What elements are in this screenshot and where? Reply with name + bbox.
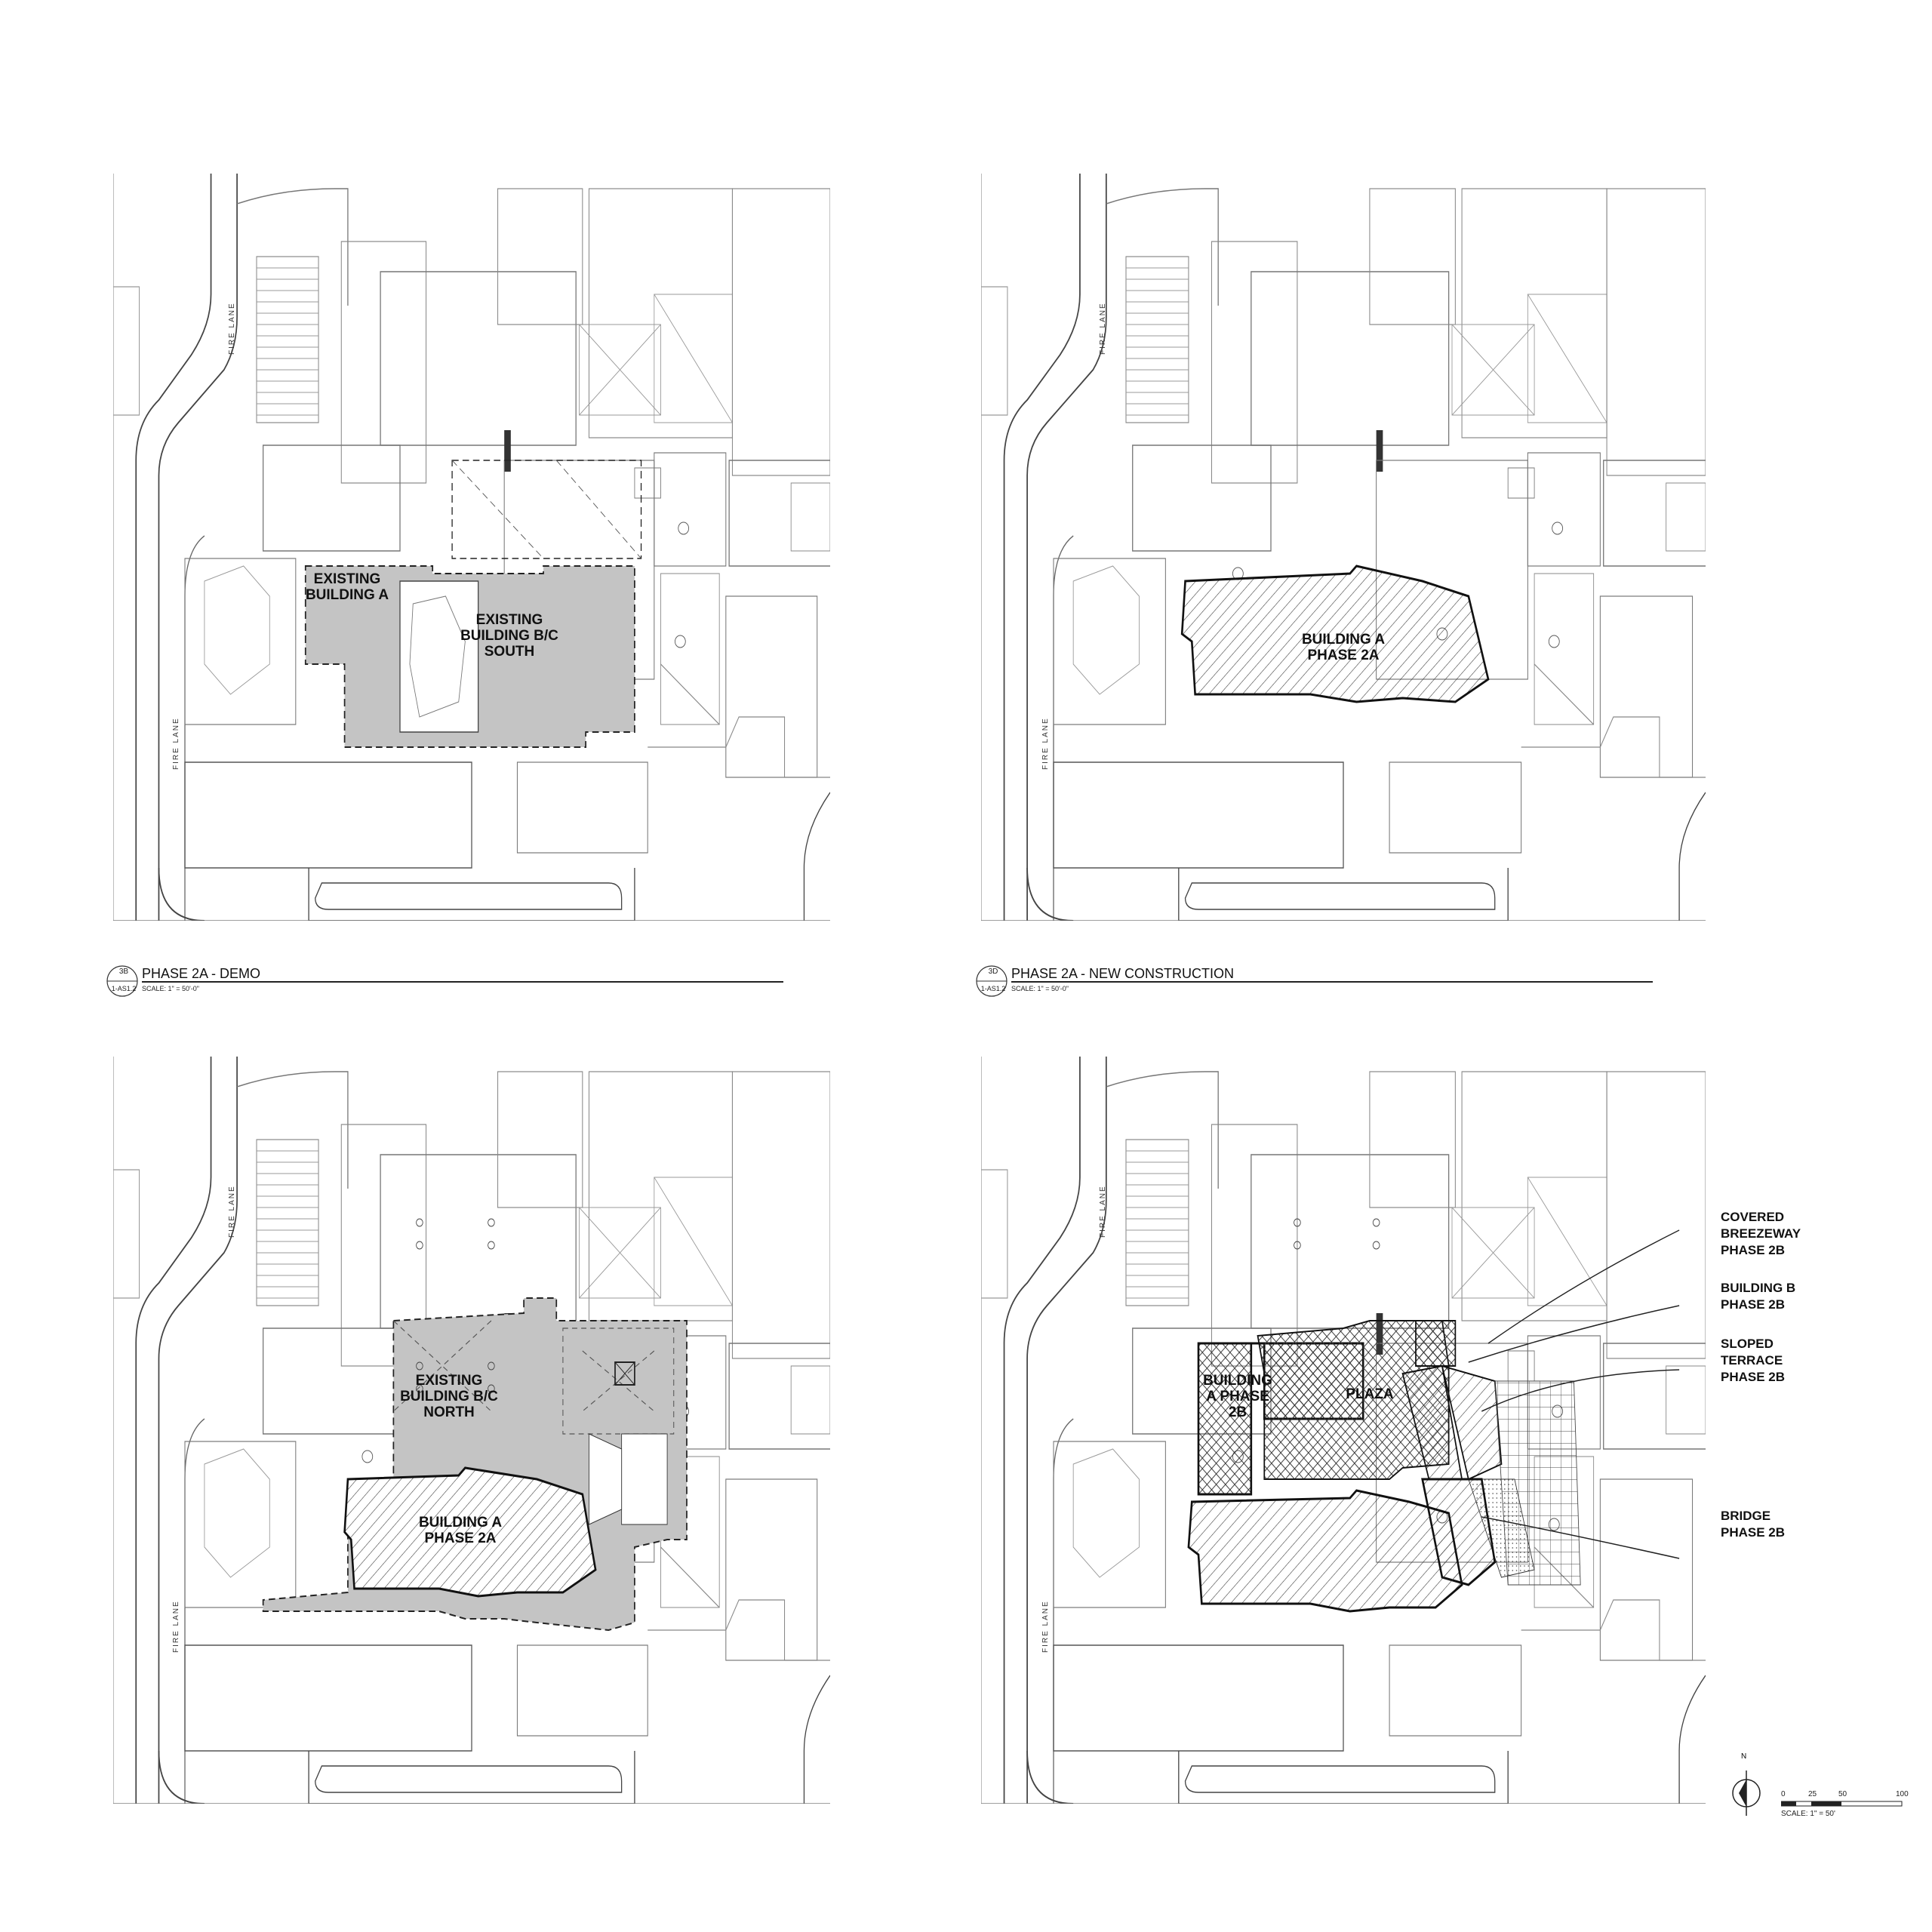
plan-phase-2b-demo: FIRE LANE FIRE LANE EXISTING BUILDING B/… [113,1057,830,1804]
plan-title: PHASE 2A - NEW CONSTRUCTION [1011,966,1235,981]
fire-lane-label-left: FIRE LANE [172,1600,180,1653]
plan-title-phase-2a-demo: 3B 1-AS1.2 PHASE 2A - DEMO SCALE: 1" = 50… [106,964,785,1002]
building-a-phase-2a-label: BUILDING A PHASE 2A [418,1515,503,1546]
title-rule [1011,981,1653,983]
fire-lane-label-left: FIRE LANE [1041,1600,1050,1653]
ref-top: 3B [118,968,129,976]
fire-lane-label-top: FIRE LANE [1099,302,1107,355]
north-arrow-label: N [1741,1752,1747,1761]
building-a-phase-2a-label: BUILDING A PHASE 2A [1301,632,1386,663]
north-arrow-icon [1732,1770,1761,1816]
plan-phase-2b-new: FIRE LANE FIRE LANE BUILDING A PHASE 2B … [981,1057,1706,1804]
fire-lane-label-top: FIRE LANE [228,1185,236,1238]
existing-building-a-label: EXISTING BUILDING A [305,571,389,603]
existing-building-bc-north-label: EXISTING BUILDING B/C NORTH [400,1373,498,1420]
ref-top: 3D [988,968,998,976]
plan-scale: SCALE: 1" = 50'-0" [1011,985,1069,992]
fire-lane-label-left: FIRE LANE [172,717,180,770]
scale-tick-50: 50 [1838,1790,1847,1798]
existing-building-bc-south-label: EXISTING BUILDING B/C SOUTH [460,612,558,660]
scale-tick-0: 0 [1781,1790,1786,1798]
callout-bridge: BRIDGE PHASE 2B [1721,1509,1786,1540]
reference-bubble-icon [106,965,138,997]
callout-covered-breezeway: COVERED BREEZEWAY PHASE 2B [1721,1210,1801,1258]
title-rule [142,981,783,983]
fire-lane-label-top: FIRE LANE [228,302,236,355]
ref-bottom: 1-AS1.2 [111,985,137,992]
scale-tick-25: 25 [1808,1790,1817,1798]
plan-title-phase-2a-new-construction: 3D 1-AS1.2 PHASE 2A - NEW CONSTRUCTION SC… [975,964,1654,1002]
callout-sloped-terrace: SLOPED TERRACE PHASE 2B [1721,1337,1786,1385]
scale-tick-100: 100 [1896,1790,1909,1798]
scale-caption: SCALE: 1" = 50' [1781,1810,1835,1818]
fire-lane-label-left: FIRE LANE [1041,717,1050,770]
building-a-phase-2b-label: BUILDING A PHASE 2B [1203,1373,1272,1420]
plaza-label: PLAZA [1346,1386,1394,1402]
reference-bubble-icon [976,965,1008,997]
plan-title: PHASE 2A - DEMO [142,966,261,981]
callout-building-b: BUILDING B PHASE 2B [1721,1281,1796,1312]
ref-bottom: 1-AS1.2 [980,985,1006,992]
plan-phase-2a-new-construction: FIRE LANE FIRE LANE BUILDING A PHASE 2A [981,174,1706,921]
fire-lane-label-top: FIRE LANE [1099,1185,1107,1238]
scale-bar-icon [1781,1801,1903,1807]
graphic-scale-bar: 0 25 50 100 SCALE: 1" = 50' [1781,1789,1917,1819]
plan-scale: SCALE: 1" = 50'-0" [142,985,199,992]
plan-phase-2a-demo: FIRE LANE FIRE LANE EXISTING BUILDING A … [113,174,830,921]
